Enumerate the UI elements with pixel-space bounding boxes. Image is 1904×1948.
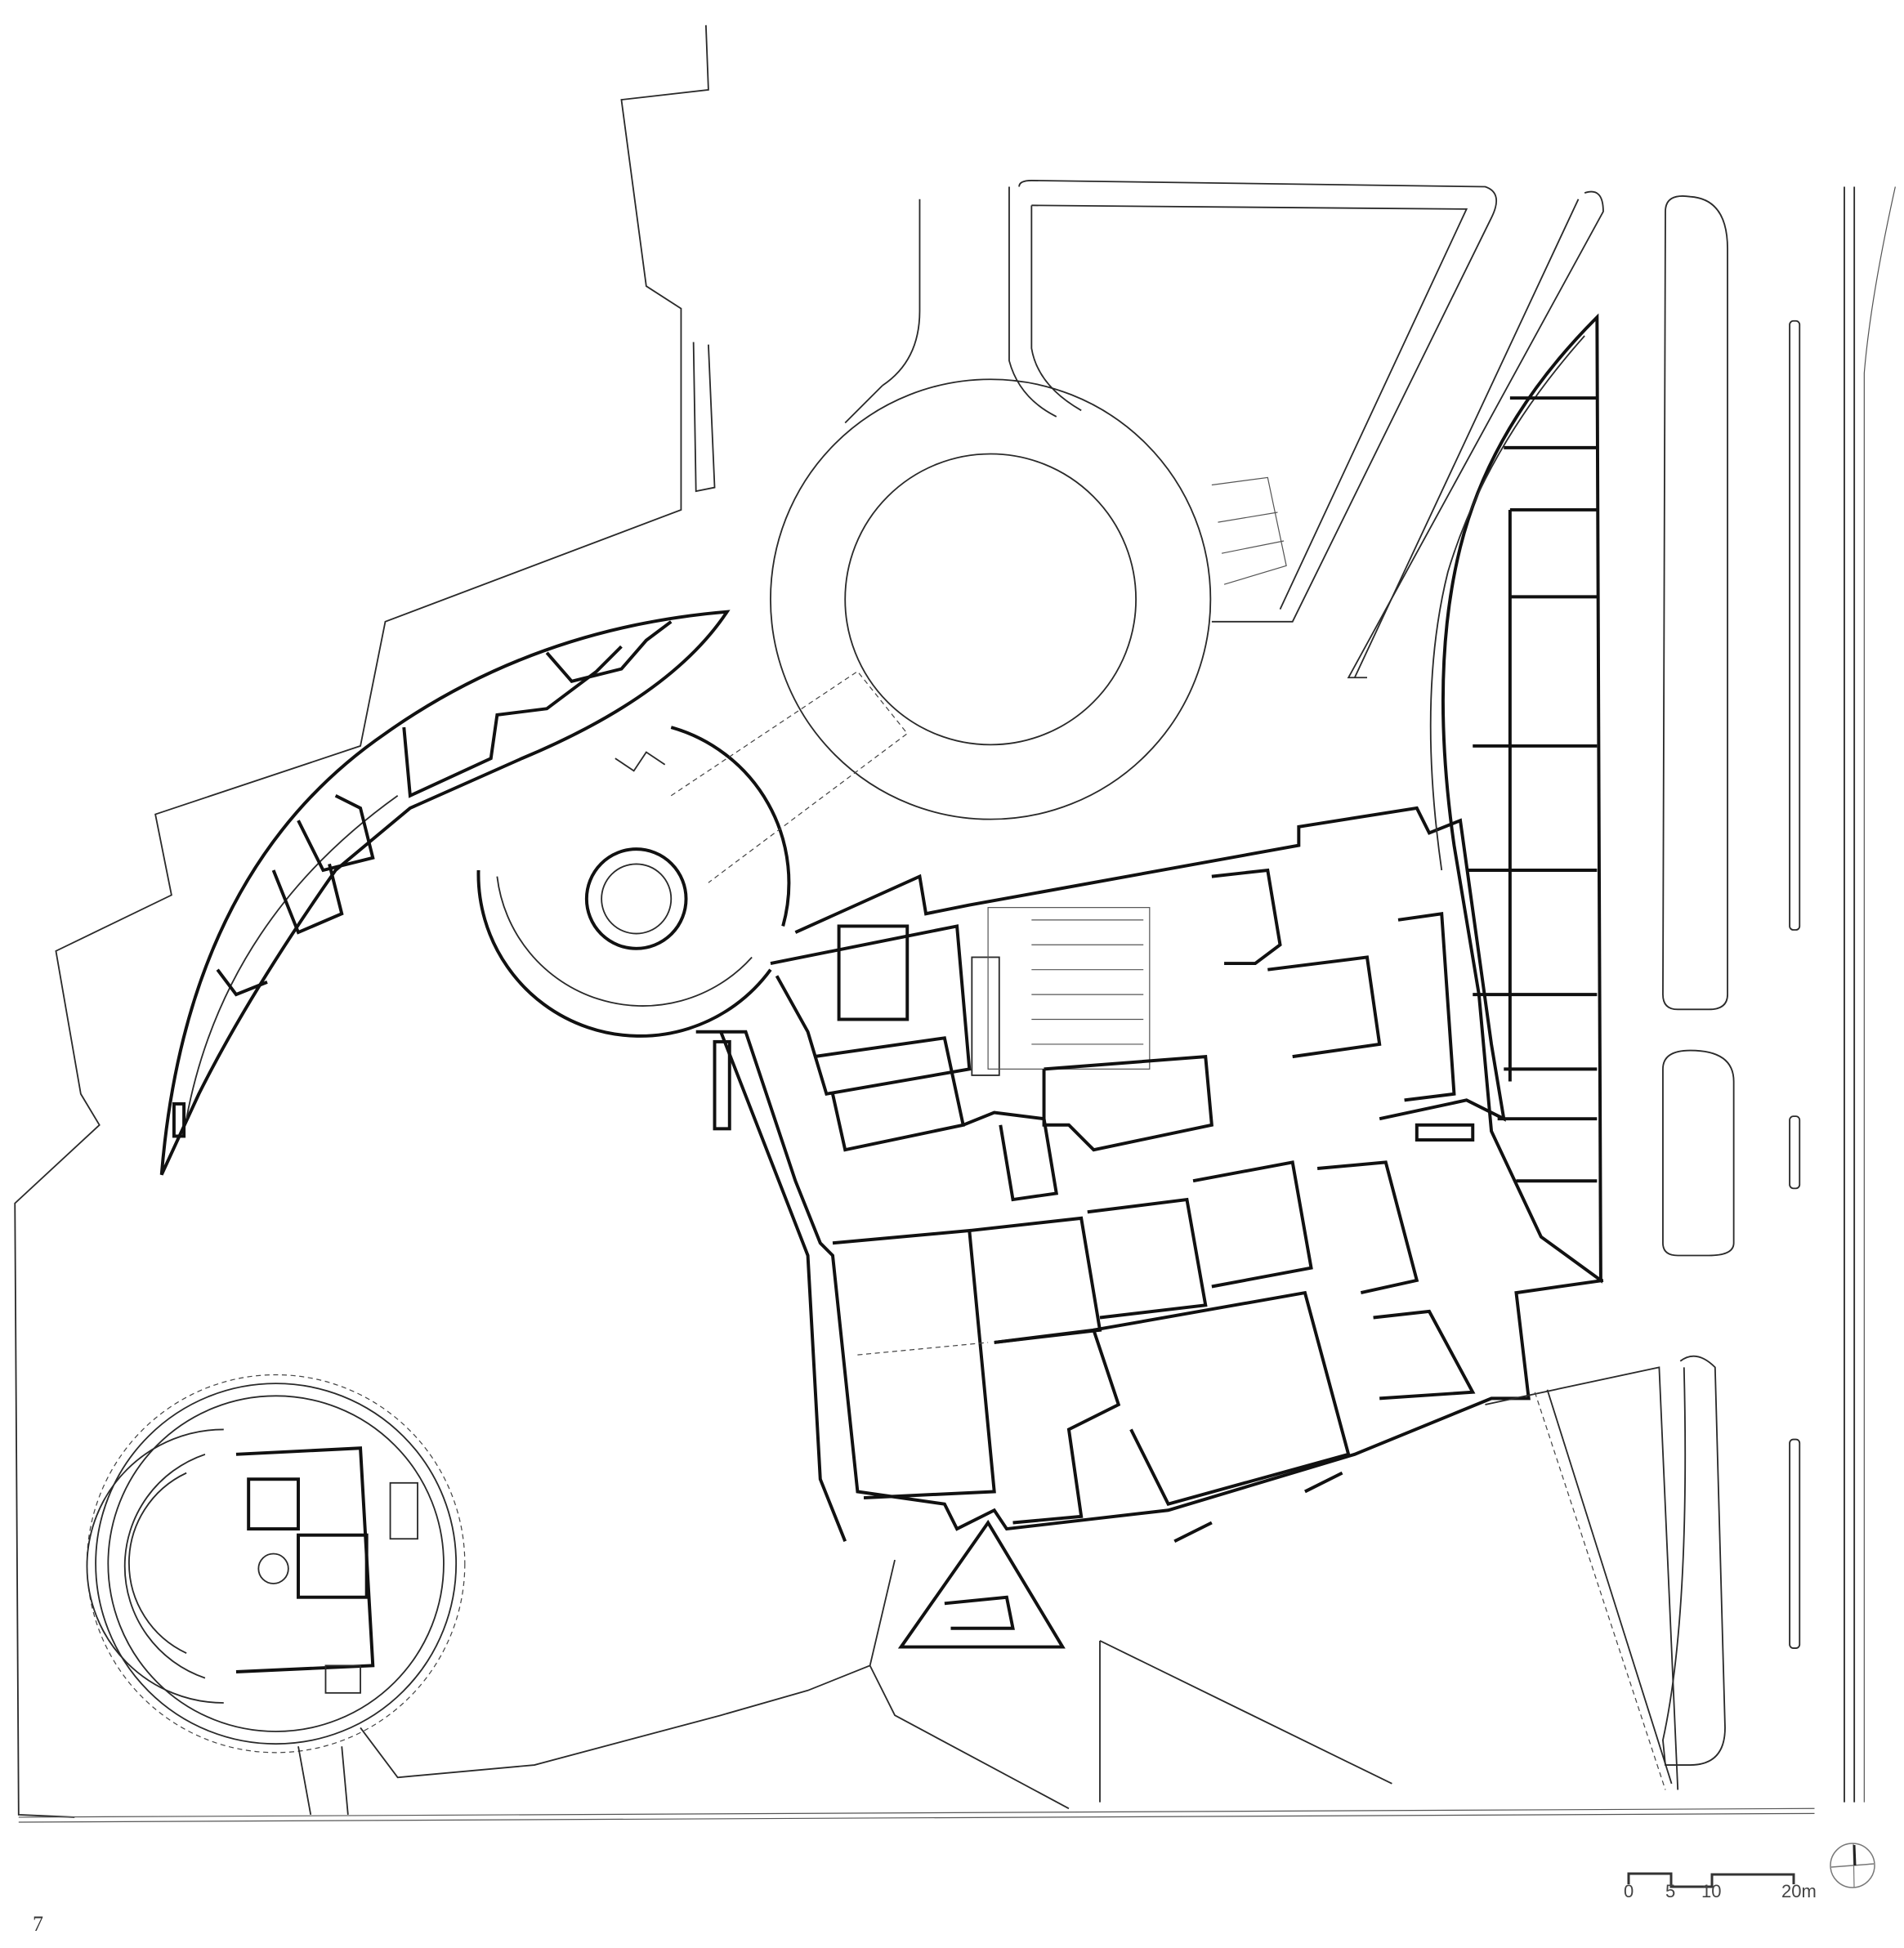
scale-tick-20: 20m [1781, 1881, 1817, 1901]
triangle-pavilion [360, 1519, 1070, 1810]
road-right [1347, 186, 1896, 1803]
scale-tick-10: 10 [1701, 1881, 1722, 1901]
west-wing [159, 610, 731, 1176]
scale-bar-graphic [1627, 1872, 1795, 1888]
north-arrow-icon [1830, 1843, 1875, 1888]
scale-tick-5: 5 [1665, 1881, 1676, 1901]
rotunda [476, 670, 909, 1038]
east-wing [1429, 313, 1602, 1284]
scale-tick-0: 0 [1624, 1881, 1634, 1901]
circular-building [86, 1374, 466, 1816]
scale-bar: 0 5 10 20m [1593, 1847, 1839, 1912]
roundabout [692, 180, 1498, 820]
southeast-plaza [1099, 1366, 1679, 1803]
main-building [695, 806, 1604, 1544]
auditorium-seating [987, 907, 1151, 1070]
site-boundary [14, 25, 1815, 1823]
figure-number: 7 [33, 1912, 43, 1936]
